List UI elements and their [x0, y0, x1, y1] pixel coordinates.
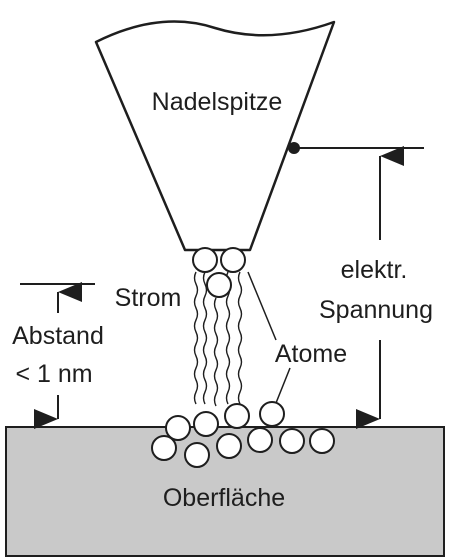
surface-atom	[247, 427, 273, 453]
surface-atom	[216, 433, 242, 459]
surface-atoms	[151, 401, 335, 468]
surface-atom	[309, 428, 335, 454]
current-label: Strom	[115, 284, 182, 312]
tunnel-current-lines	[193, 271, 243, 407]
distance-value: < 1 nm	[15, 360, 92, 388]
current-line	[193, 271, 199, 405]
needle-tip	[94, 20, 336, 252]
tip-atoms	[192, 247, 246, 298]
needle-tip-label: Nadelspitze	[152, 88, 283, 116]
surface-atom	[193, 411, 219, 437]
tip-atom	[192, 247, 218, 273]
distance-label: Abstand	[12, 322, 104, 350]
atom-pointer-lower	[275, 367, 291, 404]
surface-label: Oberfläche	[163, 484, 285, 512]
current-line	[237, 271, 243, 405]
current-line	[225, 271, 231, 405]
tip-atom	[220, 247, 246, 273]
atoms-label: Atome	[275, 340, 347, 368]
surface-atom	[165, 415, 191, 441]
atom-pointer-upper	[247, 271, 277, 341]
surface-atom	[184, 442, 210, 468]
surface-atom	[259, 401, 285, 427]
voltage-label-line2: Spannung	[319, 296, 433, 324]
surface-atom	[279, 428, 305, 454]
surface-atom	[224, 403, 250, 429]
current-line	[202, 271, 208, 405]
current-line	[213, 297, 219, 407]
tip-atom	[206, 272, 232, 298]
surface-atom	[151, 435, 177, 461]
voltage-label-line1: elektr.	[341, 256, 408, 284]
